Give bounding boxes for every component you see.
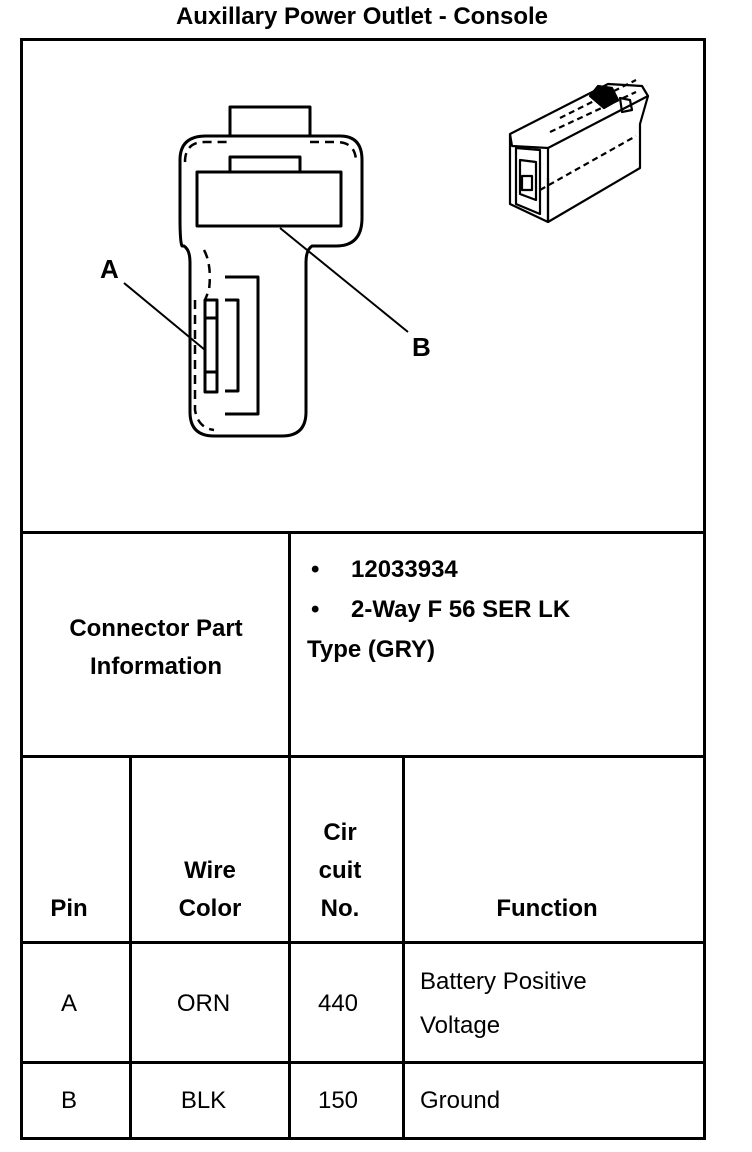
part-number: 12033934 [351, 556, 458, 583]
table-border-top [20, 38, 706, 41]
divider-col-circuit [402, 758, 405, 1139]
divider-col-pin [129, 758, 132, 1139]
divider-col-info [288, 531, 291, 757]
connector-info-label: Connector Part Information [23, 610, 289, 686]
row-b-pin: B [60, 1087, 77, 1114]
row-a-function: Battery Positive Voltage [420, 968, 587, 1039]
row-a-circuit: 440 [317, 990, 359, 1017]
table-border-bottom [20, 1137, 706, 1140]
divider-col-wire [288, 758, 291, 1139]
page-title: Auxillary Power Outlet - Console [175, 3, 549, 30]
divider-row-a [20, 1061, 706, 1064]
connector-info-label-line2: Information [90, 653, 222, 680]
divider-header [20, 941, 706, 944]
divider-diagram [20, 531, 706, 534]
label-a: A [100, 254, 119, 284]
bullet-1: • [311, 556, 320, 583]
table-border-left [20, 38, 23, 1140]
connector-diagram: A B [100, 79, 650, 438]
row-b-circuit: 150 [317, 1087, 359, 1114]
row-b-function: Ground [420, 1087, 501, 1114]
row-a-pin: A [60, 990, 77, 1017]
header-pin: Pin [50, 895, 88, 922]
header-function: Function [496, 895, 598, 922]
row-b-wire-color: BLK [180, 1087, 227, 1114]
connector-info-details: • 12033934 • 2-Way F 56 SER LK Type (GRY… [307, 550, 702, 670]
bullet-2: • [311, 596, 320, 623]
header-wire-color: Wire Color [178, 857, 242, 922]
row-a-wire-color: ORN [176, 990, 231, 1017]
connector-description-line1: 2-Way F 56 SER LK [351, 596, 571, 623]
connector-description-line2: Type (GRY) [307, 636, 436, 663]
table-border-right [703, 38, 706, 1140]
connector-3d-view [508, 79, 650, 224]
connector-info-label-line1: Connector Part [69, 615, 243, 642]
label-b: B [412, 332, 431, 362]
divider-connector-info [20, 755, 706, 758]
header-circuit-number: Cir cuit No. [318, 819, 362, 922]
